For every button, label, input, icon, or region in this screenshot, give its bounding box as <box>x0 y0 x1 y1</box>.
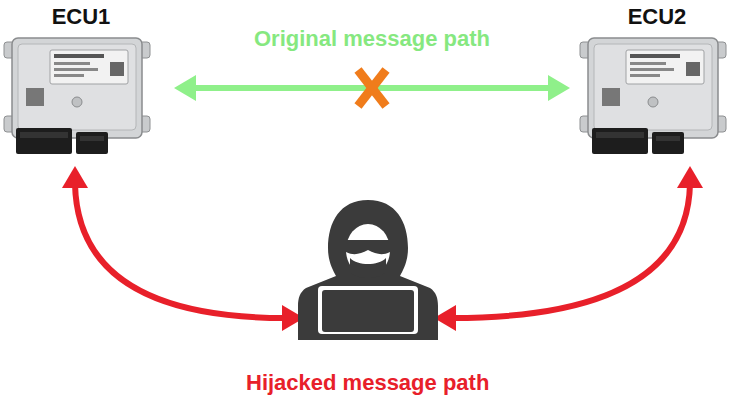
ecu-label: ECU2 <box>578 4 729 30</box>
ecu-node: ECU1 <box>2 4 160 164</box>
edge-label: Original message path <box>254 26 490 52</box>
path-label: Hijacked message path <box>246 370 489 396</box>
ecu-illustration <box>578 32 728 162</box>
ecu-illustration <box>2 32 152 162</box>
blocked-cross <box>358 70 386 106</box>
ecu-node: ECU2 <box>578 4 729 164</box>
hacker-icon <box>298 200 438 340</box>
hijacked-arrowheads <box>62 166 703 331</box>
ecu-label: ECU1 <box>2 4 160 30</box>
